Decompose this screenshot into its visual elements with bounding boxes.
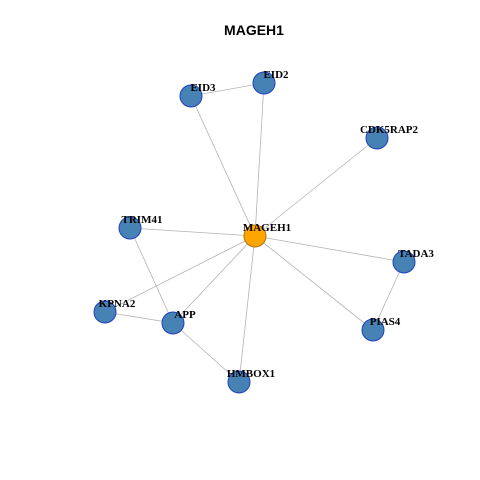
node-label: APP [174, 309, 196, 321]
node-circle[interactable] [243, 224, 267, 248]
node-app[interactable]: APP [161, 309, 196, 335]
edge-tada3-pias4 [372, 261, 405, 331]
edge-cdk5rap2-mageh1 [254, 137, 378, 237]
node-trim41[interactable]: TRIM41 [118, 214, 163, 240]
node-cdk5rap2[interactable]: CDK5RAP2 [360, 124, 419, 150]
edge-trim41-mageh1 [129, 227, 256, 237]
node-eid2[interactable]: EID2 [252, 69, 289, 95]
node-mageh1[interactable]: MAGEH1 [243, 222, 291, 248]
edge-eid3-mageh1 [190, 95, 256, 237]
edge-eid2-mageh1 [254, 82, 265, 237]
node-circle[interactable] [93, 300, 117, 324]
edge-pias4-mageh1 [254, 235, 374, 331]
node-circle[interactable] [252, 71, 276, 95]
node-circle[interactable] [179, 84, 203, 108]
edge-eid3-eid2 [190, 82, 265, 97]
graph-title: MAGEH1 [224, 22, 284, 38]
node-circle[interactable] [227, 370, 251, 394]
node-label: HMBOX1 [227, 368, 275, 380]
node-kpna2[interactable]: KPNA2 [93, 298, 136, 324]
node-circle[interactable] [118, 216, 142, 240]
node-eid3[interactable]: EID3 [179, 82, 216, 108]
node-label: EID3 [190, 82, 216, 94]
node-circle[interactable] [361, 318, 385, 342]
node-hmbox1[interactable]: HMBOX1 [227, 368, 275, 394]
node-label: EID2 [263, 69, 289, 81]
node-circle[interactable] [392, 250, 416, 274]
node-label: KPNA2 [99, 298, 136, 310]
node-label: MAGEH1 [243, 222, 291, 234]
edge-tada3-mageh1 [254, 235, 405, 263]
node-label: CDK5RAP2 [360, 124, 419, 136]
edge-kpna2-mageh1 [104, 235, 256, 313]
node-pias4[interactable]: PIAS4 [361, 316, 401, 342]
edge-layer [104, 82, 405, 383]
edge-app-mageh1 [172, 235, 256, 324]
edge-hmbox1-mageh1 [238, 235, 256, 383]
edge-trim41-app [129, 227, 174, 324]
node-circle[interactable] [365, 126, 389, 150]
node-tada3[interactable]: TADA3 [392, 248, 434, 274]
node-label: TADA3 [398, 248, 434, 260]
node-label: PIAS4 [370, 316, 401, 328]
node-layer: MAGEH1 EID2EID3CDK5RAP2TRIM41TADA3KPNA2AP… [93, 69, 434, 394]
node-circle[interactable] [161, 311, 185, 335]
node-label: TRIM41 [122, 214, 163, 226]
edge-app-hmbox1 [172, 322, 240, 383]
